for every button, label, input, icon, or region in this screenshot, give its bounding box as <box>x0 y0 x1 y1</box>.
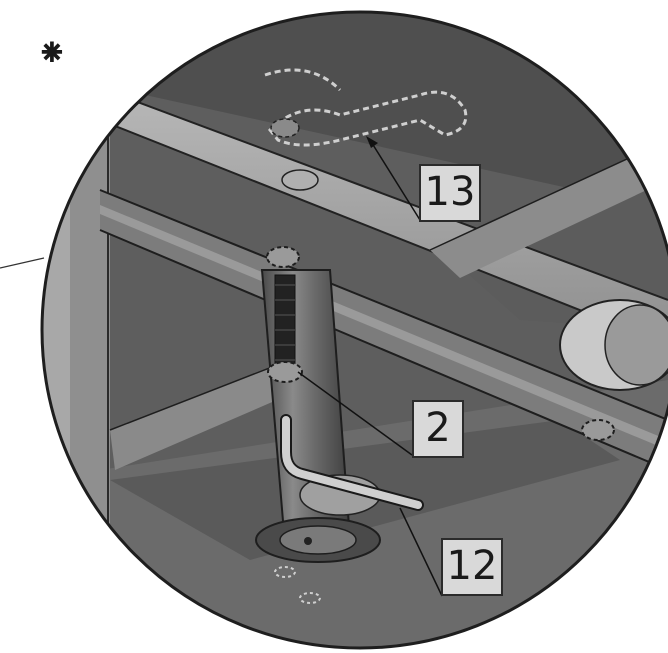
leader-2 <box>297 371 413 456</box>
callout-2: 2 <box>412 400 464 458</box>
leader-13 <box>369 139 421 221</box>
wrench-icon <box>264 68 468 147</box>
leader-line-left <box>0 257 45 269</box>
callout-12: 12 <box>441 538 503 596</box>
asterisk-marker: ⁕ <box>36 31 68 75</box>
callout-13: 13 <box>419 164 481 222</box>
leader-12 <box>399 507 443 597</box>
